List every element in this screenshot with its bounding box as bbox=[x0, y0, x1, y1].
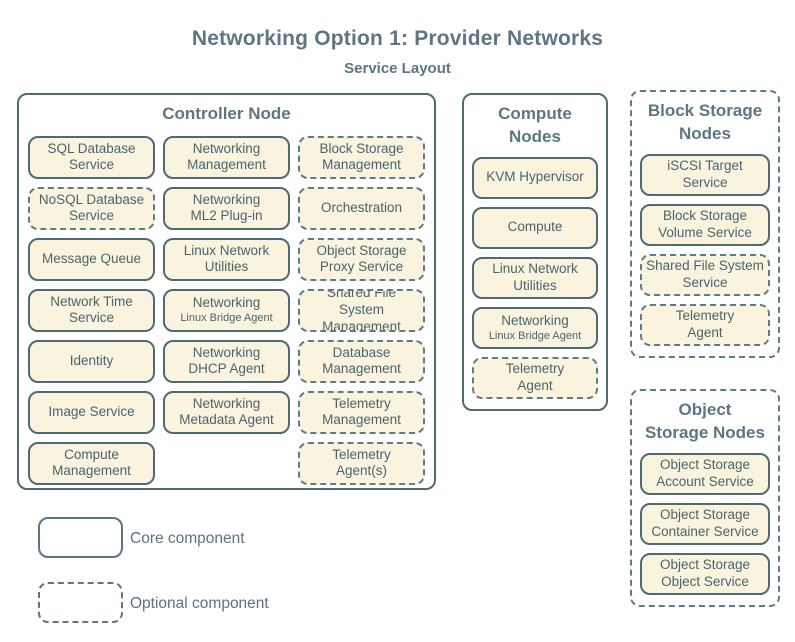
service-box-object-storage-account-service: Object Storage Account Service bbox=[640, 452, 770, 495]
service-box-label: NoSQL Database Service bbox=[38, 191, 145, 224]
service-box-label: Networking ML2 Plug-in bbox=[190, 191, 263, 224]
service-box-label: Orchestration bbox=[320, 200, 403, 215]
block-storage-nodes-title: Block Storage Nodes bbox=[647, 101, 763, 143]
service-box-sublabel: Linux Bridge Agent bbox=[180, 312, 273, 325]
compute-nodes-panel: Compute Nodes KVM Hypervisor Compute Lin… bbox=[462, 93, 608, 411]
service-box-label: Object Storage Account Service bbox=[656, 457, 754, 489]
service-box-sublabel: Linux Bridge Agent bbox=[488, 329, 582, 342]
service-box-label: Object Storage Object Service bbox=[659, 557, 751, 589]
service-box-label: Identity bbox=[69, 353, 114, 368]
empty-grid-cell bbox=[163, 442, 290, 485]
service-box-linux-network-utilities: Linux Network Utilities bbox=[163, 237, 290, 281]
page-subtitle: Service Layout bbox=[344, 60, 451, 77]
service-box-label: Telemetry Agent bbox=[505, 361, 565, 393]
page-title: Networking Option 1: Provider Networks bbox=[191, 27, 604, 50]
service-box-telemetry-agents: Telemetry Agent(s) bbox=[298, 441, 425, 485]
service-box-label: Networking bbox=[501, 312, 569, 328]
service-box-iscsi-target-service: iSCSI Target Service bbox=[640, 153, 770, 196]
service-box-label: Networking Management bbox=[187, 140, 266, 173]
service-box-label: Shared File System Management bbox=[322, 288, 401, 332]
service-box-orchestration: Orchestration bbox=[298, 186, 425, 230]
controller-service-grid: SQL Database Service Networking Manageme… bbox=[28, 135, 425, 485]
service-box-label: Telemetry Agent bbox=[675, 308, 735, 340]
service-box-kvm-hypervisor: KVM Hypervisor bbox=[472, 156, 598, 199]
service-box-linux-network-utilities: Linux Network Utilities bbox=[472, 256, 598, 299]
service-box-compute: Compute bbox=[472, 206, 598, 249]
service-box-label: Networking DHCP Agent bbox=[188, 344, 265, 377]
service-box-image-service: Image Service bbox=[28, 390, 155, 434]
service-box-label: Linux Network Utilities bbox=[492, 261, 578, 293]
service-box-sql-database-service: SQL Database Service bbox=[28, 135, 155, 179]
legend-optional-label: Optional component bbox=[130, 595, 269, 612]
object-storage-service-list: Object Storage Account Service Object St… bbox=[640, 452, 770, 595]
object-storage-nodes-title: Object Storage Nodes bbox=[645, 400, 765, 442]
service-box-label: iSCSI Target Service bbox=[667, 158, 743, 190]
service-box-label: Message Queue bbox=[41, 251, 142, 266]
service-box-label: Compute Management bbox=[52, 446, 131, 479]
compute-nodes-title: Compute Nodes bbox=[498, 104, 572, 146]
service-box-shared-file-system-management: Shared File System Management bbox=[298, 288, 425, 332]
service-box-label: Database Management bbox=[322, 344, 401, 377]
service-box-object-storage-proxy-service: Object Storage Proxy Service bbox=[298, 237, 425, 281]
service-box-telemetry-agent: Telemetry Agent bbox=[472, 356, 598, 399]
service-box-label: Network Time Service bbox=[50, 293, 133, 326]
service-box-label: Networking bbox=[192, 295, 261, 311]
block-storage-service-list: iSCSI Target Service Block Storage Volum… bbox=[640, 153, 770, 346]
service-box-block-storage-volume-service: Block Storage Volume Service bbox=[640, 203, 770, 246]
controller-node-title: Controller Node bbox=[162, 104, 291, 123]
object-storage-nodes-panel: Object Storage Nodes Object Storage Acco… bbox=[630, 389, 780, 607]
service-box-compute-management: Compute Management bbox=[28, 441, 155, 485]
service-box-label: Shared File System Service bbox=[646, 258, 764, 290]
service-box-label: Image Service bbox=[48, 404, 135, 419]
block-storage-nodes-panel: Block Storage Nodes iSCSI Target Service… bbox=[630, 90, 780, 358]
service-box-networking-linux-bridge-agent: Networking Linux Bridge Agent bbox=[163, 288, 290, 332]
service-box-label: Telemetry Management bbox=[322, 395, 401, 428]
service-box-networking-management: Networking Management bbox=[163, 135, 290, 179]
service-box-label: Object Storage Container Service bbox=[651, 507, 759, 539]
service-box-label: Object Storage Proxy Service bbox=[316, 242, 407, 275]
service-box-networking-dhcp-agent: Networking DHCP Agent bbox=[163, 339, 290, 383]
service-box-networking-ml2-plugin: Networking ML2 Plug-in bbox=[163, 186, 290, 230]
service-box-identity: Identity bbox=[28, 339, 155, 383]
service-box-label: Telemetry Agent(s) bbox=[332, 446, 391, 479]
service-box-label: Block Storage Management bbox=[319, 140, 404, 173]
service-box-networking-metadata-agent: Networking Metadata Agent bbox=[163, 390, 290, 434]
service-box-label: KVM Hypervisor bbox=[486, 169, 584, 185]
service-box-network-time-service: Network Time Service bbox=[28, 288, 155, 332]
service-box-telemetry-agent: Telemetry Agent bbox=[640, 303, 770, 346]
service-box-label: Block Storage Volume Service bbox=[658, 208, 752, 240]
legend-optional-sample-box bbox=[38, 582, 123, 623]
compute-service-list: KVM Hypervisor Compute Linux Network Uti… bbox=[472, 156, 598, 399]
service-box-label: Networking Metadata Agent bbox=[179, 395, 274, 428]
service-box-block-storage-management: Block Storage Management bbox=[298, 135, 425, 179]
service-box-message-queue: Message Queue bbox=[28, 237, 155, 281]
service-box-nosql-database-service: NoSQL Database Service bbox=[28, 186, 155, 230]
service-box-label: SQL Database Service bbox=[47, 140, 136, 173]
service-box-networking-linux-bridge-agent: Networking Linux Bridge Agent bbox=[472, 306, 598, 349]
service-box-object-storage-container-service: Object Storage Container Service bbox=[640, 502, 770, 545]
service-box-database-management: Database Management bbox=[298, 339, 425, 383]
service-box-shared-file-system-service: Shared File System Service bbox=[640, 253, 770, 296]
service-box-telemetry-management: Telemetry Management bbox=[298, 390, 425, 434]
controller-node-panel: Controller Node SQL Database Service Net… bbox=[17, 93, 436, 490]
service-box-label: Linux Network Utilities bbox=[183, 242, 270, 275]
service-box-label: Compute bbox=[507, 219, 563, 235]
service-box-object-storage-object-service: Object Storage Object Service bbox=[640, 552, 770, 595]
legend-core-label: Core component bbox=[130, 530, 245, 547]
legend-core-sample-box bbox=[38, 517, 123, 558]
